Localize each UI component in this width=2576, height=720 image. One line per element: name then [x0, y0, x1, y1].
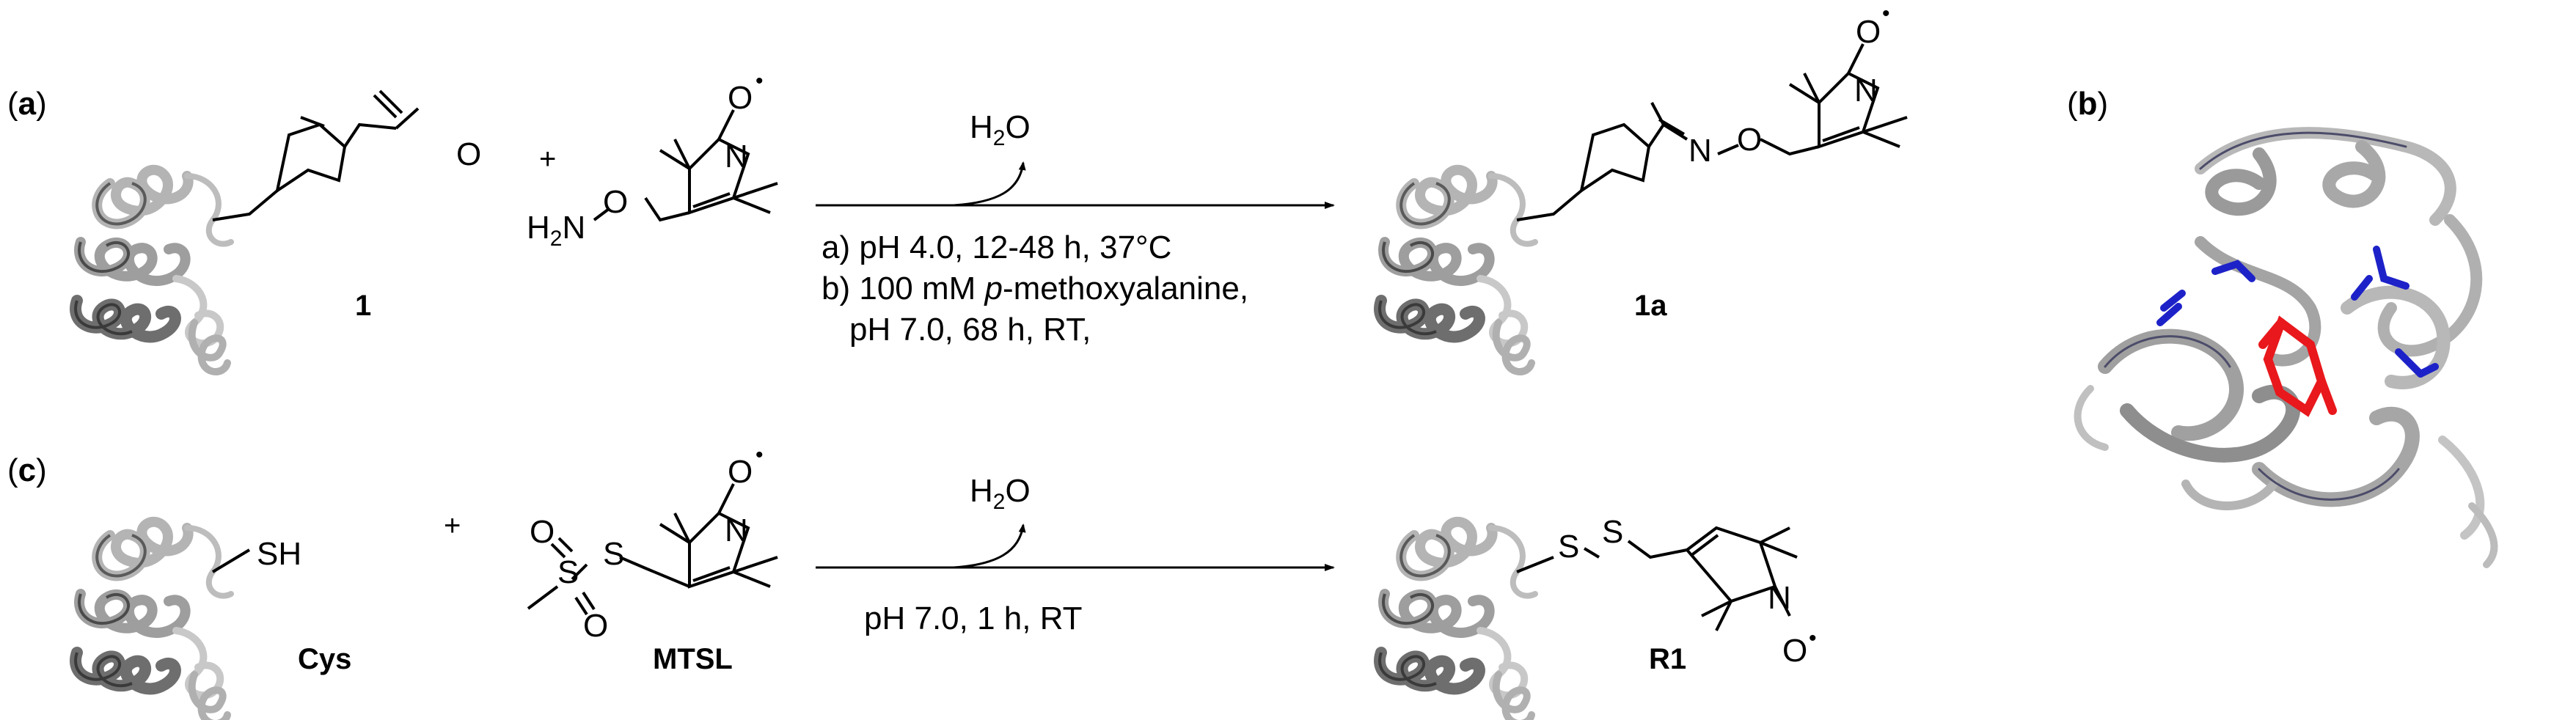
plus-sign-a: + [539, 143, 556, 175]
mtsl-thio-s: S [603, 536, 624, 572]
radical-dot-a: • [755, 69, 764, 93]
panel-label-b: (b) [2067, 86, 2108, 122]
protein-icon-1a [1380, 170, 1535, 372]
compound-label-mtsl: MTSL [653, 643, 733, 675]
nitroxide-n-1a: N [1854, 73, 1878, 109]
compound-label-cys: Cys [298, 643, 351, 675]
nitroxide-o-a: O [728, 80, 753, 116]
mtsl-n: N [725, 513, 748, 548]
mtsl-sulfonyl-o-bottom: O [583, 608, 608, 644]
oxime-product-group [1516, 43, 1908, 221]
protein-structure-panel [2074, 127, 2498, 568]
compound-label-1a: 1a [1634, 290, 1667, 322]
oxime-o: O [1737, 122, 1762, 158]
mtsl-structure [527, 483, 778, 616]
mtsl-sulfonyl-o-top: O [530, 514, 555, 550]
acetylphenyl-group-1 [212, 89, 420, 221]
r1-s2: S [1602, 514, 1623, 550]
r1-o: O [1782, 633, 1807, 669]
cys-linker [211, 548, 251, 573]
protein-icon-r1 [1380, 522, 1535, 720]
mtsl-sulfonyl-s: S [557, 554, 579, 590]
thiol-group: SH [257, 536, 301, 572]
amine-group: H2N [527, 210, 585, 251]
ether-o-a: O [603, 184, 628, 220]
nitroxide-n-a: N [725, 139, 748, 175]
protein-icon-1 [76, 170, 231, 372]
neighbor-residues-blue [2156, 246, 2439, 378]
byproduct-water-c: H2O [970, 473, 1031, 514]
compound-label-1: 1 [355, 290, 371, 322]
protein-icon-cys [76, 522, 231, 720]
panel-label-a: (a) [7, 86, 47, 122]
conditions-a-line2: b) 100 mM p-methoxyalanine, [822, 271, 1248, 306]
reaction-a: O 1 + N O • O H2N H2O a) pH 4.0, 12-48 h… [76, 1, 1908, 372]
r1-structure [1516, 526, 1798, 631]
nitroxide-o-1a: O [1856, 14, 1881, 50]
mtsl-o: O [728, 454, 753, 490]
reaction-c: SH Cys + S O O S N O • MTSL [76, 443, 1817, 720]
radical-dot-mtsl: • [755, 443, 764, 467]
radical-dot-1a: • [1882, 1, 1890, 26]
plus-sign-c: + [444, 510, 461, 542]
conditions-c: pH 7.0, 1 h, RT [864, 600, 1083, 636]
aminooxy-nitroxide-reagent [593, 109, 778, 222]
byproduct-arrow-a [953, 161, 1026, 207]
byproduct-arrow-c [953, 524, 1026, 569]
carbonyl-o-1: O [456, 136, 481, 172]
byproduct-water-a: H2O [970, 109, 1031, 150]
compound-label-r1: R1 [1649, 643, 1686, 675]
oxime-n: N [1688, 133, 1712, 169]
r1-s1: S [1558, 529, 1579, 565]
protein-ribbon [2074, 127, 2498, 568]
conditions-a-line3: pH 7.0, 68 h, RT, [849, 312, 1091, 348]
label-site-residue-red [2258, 315, 2337, 417]
panel-label-c: (c) [7, 452, 47, 488]
radical-dot-r1: • [1809, 626, 1817, 650]
r1-n: N [1768, 580, 1791, 616]
conditions-a-line1: a) pH 4.0, 12-48 h, 37°C [822, 229, 1171, 265]
